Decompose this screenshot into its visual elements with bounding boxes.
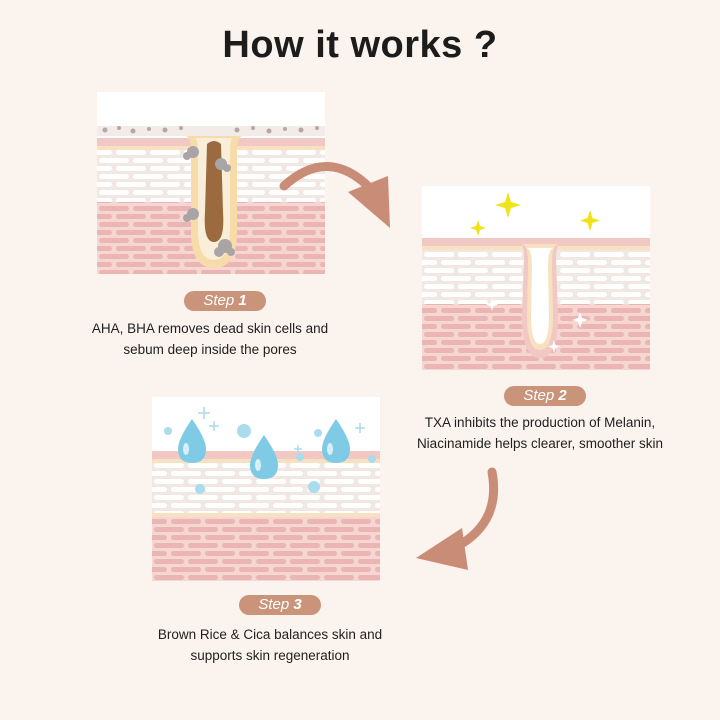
step-3-badge: Step 3	[239, 595, 321, 615]
sparkle-icon	[470, 192, 600, 236]
step-2-badge: Step 2	[504, 386, 586, 406]
hydrated-skin-droplets-illustration	[152, 397, 380, 581]
description-line: Brown Rice & Cica balances skin and	[157, 627, 383, 642]
step-badge-number: 1	[238, 292, 247, 309]
curved-arrow-icon	[416, 467, 499, 570]
step-badge-label: Step	[203, 292, 235, 309]
curved-arrow-icon	[279, 162, 390, 228]
step-badge-label: Step	[258, 596, 290, 613]
step-3-description: Brown Rice & Cica balances skin and supp…	[120, 624, 420, 666]
description-line: Niacinamide helps clearer, smoother skin	[416, 436, 664, 451]
step-badge-number: 3	[293, 596, 302, 613]
description-line: sebum deep inside the pores	[123, 342, 297, 357]
step-badge-number: 2	[558, 387, 567, 404]
clean-pore-sparkle-illustration	[422, 186, 650, 370]
step-1-badge: Step 1	[184, 291, 266, 311]
description-line: TXA inhibits the production of Melanin,	[424, 415, 656, 430]
step-2-description: TXA inhibits the production of Melanin, …	[390, 412, 690, 454]
description-line: supports skin regeneration	[190, 648, 350, 663]
page-title: How it works ?	[222, 24, 498, 66]
step-badge-label: Step	[523, 387, 555, 404]
description-line: AHA, BHA removes dead skin cells and	[91, 321, 329, 336]
step-1-description: AHA, BHA removes dead skin cells and seb…	[60, 318, 360, 360]
